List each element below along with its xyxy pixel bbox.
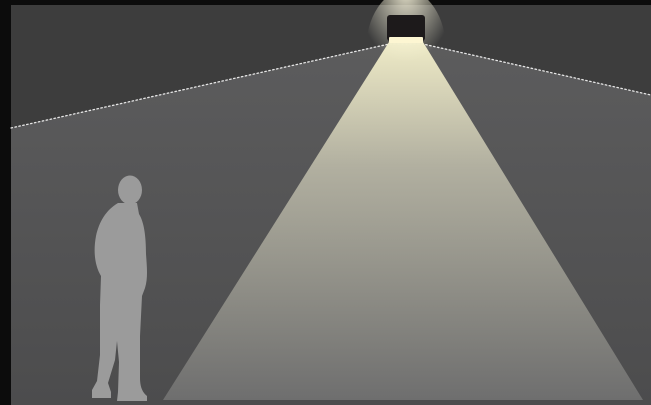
ceiling-downlight-icon: [387, 15, 425, 43]
